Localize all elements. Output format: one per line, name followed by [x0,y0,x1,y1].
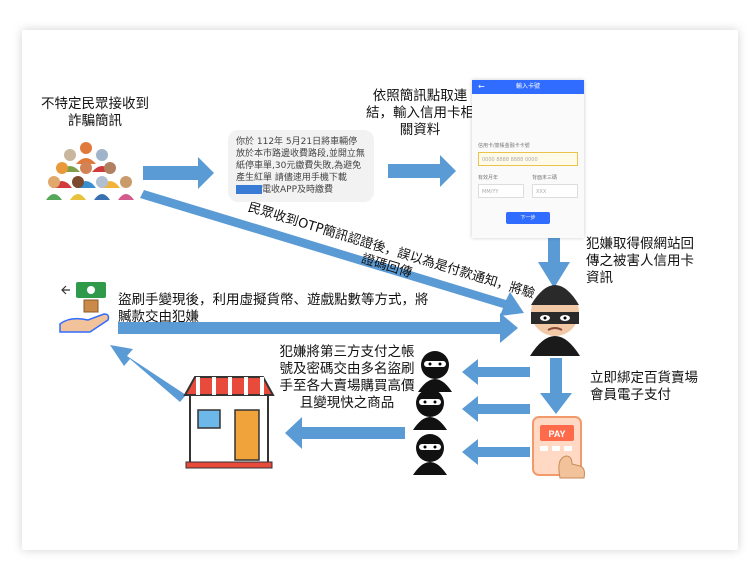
label-accomplices: 犯嫌將第三方支付之帳號及密碼交由多名盜刷手至各大賣場購買高價且變現快之商品 [279,344,415,411]
arrow-accomplice-to-store [285,417,405,449]
sms-text-end: 電收APP及時繳費 [262,185,334,195]
store-icon [183,376,275,469]
sms-redaction [236,185,262,194]
cvv-label: 背面末三碼 [532,175,558,181]
accomplice-icon-3 [413,434,447,475]
expiry-field[interactable]: MM/YY [478,184,524,198]
arrow-hand-to-suspect [118,313,518,343]
label-cash-out: 盜刷手變現後，利用虛擬貨幣、遊戲點數等方式，將贓款交由犯嫌 [118,292,429,325]
arrow-suspect-to-pay [540,358,572,414]
arrow-sms-to-phone [388,155,456,187]
accomplice-icon-2 [413,389,447,430]
arrow-store-to-hand [110,345,186,402]
payment-terminal-icon [532,416,585,479]
cvv-field[interactable]: XXX [532,184,578,198]
back-arrow-icon[interactable]: ← [478,82,485,91]
card-number-field[interactable]: 0000 8888 8888 0000 [478,152,578,166]
sms-bubble: 你於 112年 5月21日將車輛停放於本市路邊收費路段,並開立無紙停車單,30元… [228,130,374,202]
arrow-people-to-suspect-diagonal [140,190,524,316]
crowd-icon [46,142,134,200]
diagram-panel [22,30,738,550]
form-title: 輸入卡號 [515,83,540,90]
next-button[interactable]: 下一步 [506,212,550,224]
accomplice-icon-1 [418,351,452,392]
phishing-form-screenshot: ← 輸入卡號 信用卡/簽帳金融卡卡號 0000 8888 8888 0000 有… [472,80,584,238]
label-click-link: 依照簡訊點取連結，輸入信用卡相關資料 [366,88,474,138]
arrow-pay-to-accomplice-1 [462,359,530,385]
arrow-phone-to-suspect [538,238,570,288]
suspect-icon [530,285,580,356]
cash-hand-icon [59,282,110,333]
card-number-label: 信用卡/簽帳金融卡卡號 [478,143,530,149]
form-header: ← 輸入卡號 [472,80,584,94]
expiry-label: 有效月年 [478,175,499,181]
sms-text: 你於 112年 5月21日將車輛停放於本市路邊收費路段,並開立無紙停車單,30元… [236,137,365,183]
pay-badge: PAY [548,429,565,439]
arrow-people-to-sms [143,157,214,189]
arrow-pay-to-accomplice-2 [462,396,530,422]
label-bind-payment: 立即綁定百貨賣場會員電子支付 [590,370,698,403]
label-suspect-gets: 犯嫌取得假網站回傳之被害人信用卡資訊 [586,236,694,286]
arrow-pay-to-accomplice-3 [462,439,530,465]
label-receive: 不特定民眾接收到詐騙簡訊 [41,96,149,129]
